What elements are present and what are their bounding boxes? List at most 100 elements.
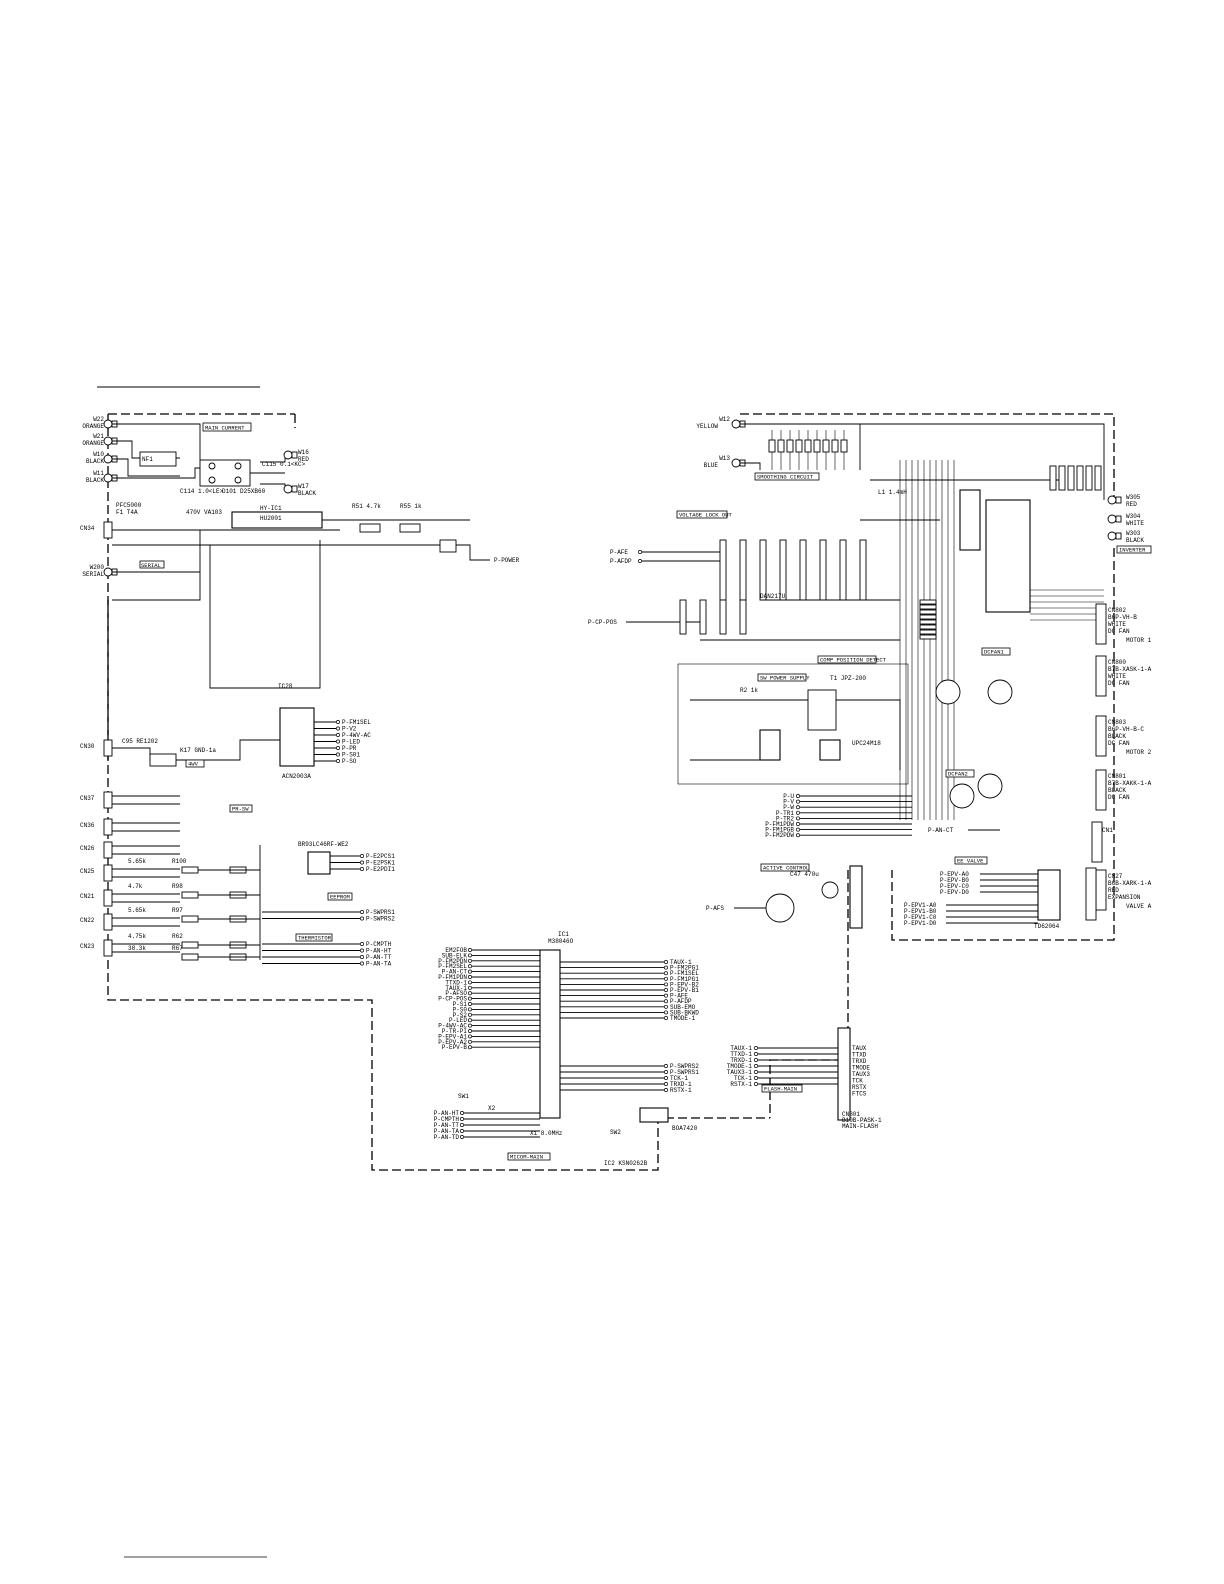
micom-left-pin-1: SUB-ELK (442, 952, 468, 959)
inverter-label-box (1116, 545, 1152, 554)
ee-input-0: P-EPV-A0 (940, 871, 969, 878)
active-control-area: ACTIVE CONTROL P-AFS C47 470u (706, 863, 863, 929)
fan2-transistor-a (949, 783, 975, 809)
cp-pos-part-2 (719, 599, 727, 635)
dcfan-area: DCFAN1 DCFAN2 P-UP-VP-WP-TR1P-TR2P-FM1PD… (765, 603, 1152, 911)
micom-right-pin-4: P-EPV-B2 (670, 981, 699, 988)
ic5-label: UPC24M18 (852, 740, 881, 747)
dcfan2-label: DCFAN2 (948, 771, 968, 778)
eeprom-output-marker (360, 860, 364, 865)
connector-cn23: CN23 (80, 943, 95, 950)
right-connector-color-cn802: WHITE (1108, 621, 1126, 628)
micom-right-pin-7: P-AFDP (670, 998, 692, 1005)
micom-left-marker (468, 1045, 472, 1050)
inverter-bias-resistor-5 (919, 624, 937, 630)
ee-input2-2: P-EPV1-C0 (904, 914, 937, 921)
micom-rlow-pin-4: RSTX-1 (670, 1087, 692, 1094)
micom-bottom-marker (460, 1129, 464, 1133)
connector-body-cn26 (103, 841, 113, 859)
right-connector-color-cn803: BLACK (1108, 733, 1126, 740)
ee-input2-0: P-EPV1-A0 (904, 902, 937, 909)
voltage-lock-part-4 (799, 539, 807, 601)
hyic-output-marker (336, 739, 340, 744)
cn1-connector (1091, 821, 1103, 863)
thermistor-resistor-0 (181, 866, 199, 874)
terminal-id-w17: W17 (298, 483, 309, 490)
micom-right-pin-3: P-FM1PG1 (670, 976, 699, 983)
micom-label-box (507, 1152, 551, 1161)
ee-valve-label: EE VALVE (957, 858, 984, 865)
active-control-label-box (760, 863, 810, 872)
terminal-w17-tab (291, 485, 298, 493)
inverter-bias-resistor-2 (919, 609, 937, 615)
micom-left-marker (468, 980, 472, 985)
flash-pin-6: RSTX (852, 1084, 867, 1091)
micom-right-pin-6: P-AFE (670, 993, 688, 1000)
smoothing-capacitor-4 (804, 439, 812, 453)
thermistor-res-4: R67 (172, 945, 183, 952)
inverter-driver (985, 499, 1031, 613)
micom-rlow-marker (664, 1076, 668, 1080)
micom-bottom-marker (460, 1117, 464, 1121)
right-connector-type-cn803: DC FAN (1108, 740, 1130, 747)
inverter-bias-resistor-4 (919, 619, 937, 625)
thermistor-output-marker (360, 942, 364, 946)
micom-rlow-marker (664, 1064, 668, 1068)
micom-right-marker (664, 988, 668, 992)
terminal-id-w11: W11 (93, 470, 104, 477)
micom-left-pin-14: P-4WV-AC (438, 1023, 467, 1030)
micom-right-marker (664, 993, 668, 998)
micom-left-pin-8: P-AFSO (445, 990, 467, 997)
cp-pos-label: P-CP-POS (588, 619, 617, 626)
inverter-bias-resistor-7 (919, 634, 937, 640)
dcfan1-label: DCFAN1 (984, 649, 1005, 656)
connector-cn36: CN36 (80, 822, 95, 829)
micom-right-pin-0: TAUX-1 (670, 959, 692, 966)
flash-input-marker (754, 1070, 758, 1074)
thermistor-output-2: P-AN-TT (366, 954, 392, 961)
right-connector-body-cn802 (1095, 603, 1107, 645)
voltage-lock-part-3 (779, 539, 787, 601)
micom-left-pin-4: P-AN-CT (442, 969, 468, 976)
flash-cn-name: CN801 (842, 1111, 860, 1118)
flash-input-4: TAUX3-1 (727, 1069, 753, 1076)
flash-input-marker (754, 1046, 758, 1050)
serial-label-box (139, 560, 165, 569)
ee-input-2: P-EPV-C0 (940, 883, 969, 890)
flash-input-3: TMODE-1 (727, 1063, 753, 1070)
micom-right-pin-8: SUB-EMO (670, 1004, 696, 1011)
fan1-transistor-a (935, 679, 961, 705)
dcfan1-label-box (981, 647, 1011, 656)
inverter-resistor-2 (1067, 465, 1075, 491)
terminal-color-w22: ORANGE (82, 423, 104, 430)
hyic-output-marker (336, 746, 340, 750)
right-connector-cn27: CN27 (1108, 873, 1123, 880)
acn2003-chip (279, 707, 315, 767)
flash-cn-sub: MAIN-FLASH (842, 1123, 878, 1130)
micom-left-marker (468, 1007, 472, 1012)
td62064-part: TD62064 (1034, 923, 1060, 930)
fan2-transistor-b (977, 773, 1003, 799)
thermistor-output-marker (360, 955, 364, 959)
ee-input2-1: P-EPV1-B0 (904, 908, 937, 915)
eeprom-label-box (327, 892, 353, 901)
thermistor-value-2: 5.65k (128, 907, 146, 914)
eeprom-chip (307, 851, 331, 875)
right-connector-part-cn802: B6P-VH-B (1108, 614, 1137, 621)
acn2003-part: ACN2003A (282, 773, 311, 780)
svg-text:NF1: NF1 (142, 456, 153, 463)
right-connector-body-cn800 (1095, 655, 1107, 697)
hyic-output-1: P-V2 (342, 726, 357, 733)
thermistor-resistor-2 (181, 915, 199, 923)
right-connector-type-cn27: EXPANSION (1108, 894, 1141, 901)
fan-input-6: P-FM1PGB (765, 827, 794, 834)
hyic-output-5: P-S01 (342, 752, 360, 759)
terminal-w10 (103, 454, 113, 464)
fuse-box (139, 451, 177, 467)
flash-pin-2: TRXD (852, 1058, 867, 1065)
afe-input-0: P-AFE (610, 549, 628, 556)
right-connector-type-cn800: DC FAN (1108, 680, 1130, 687)
x1-label: X1 8.0MHz (530, 1130, 563, 1137)
flash-pin-0: TAUX (852, 1045, 867, 1052)
